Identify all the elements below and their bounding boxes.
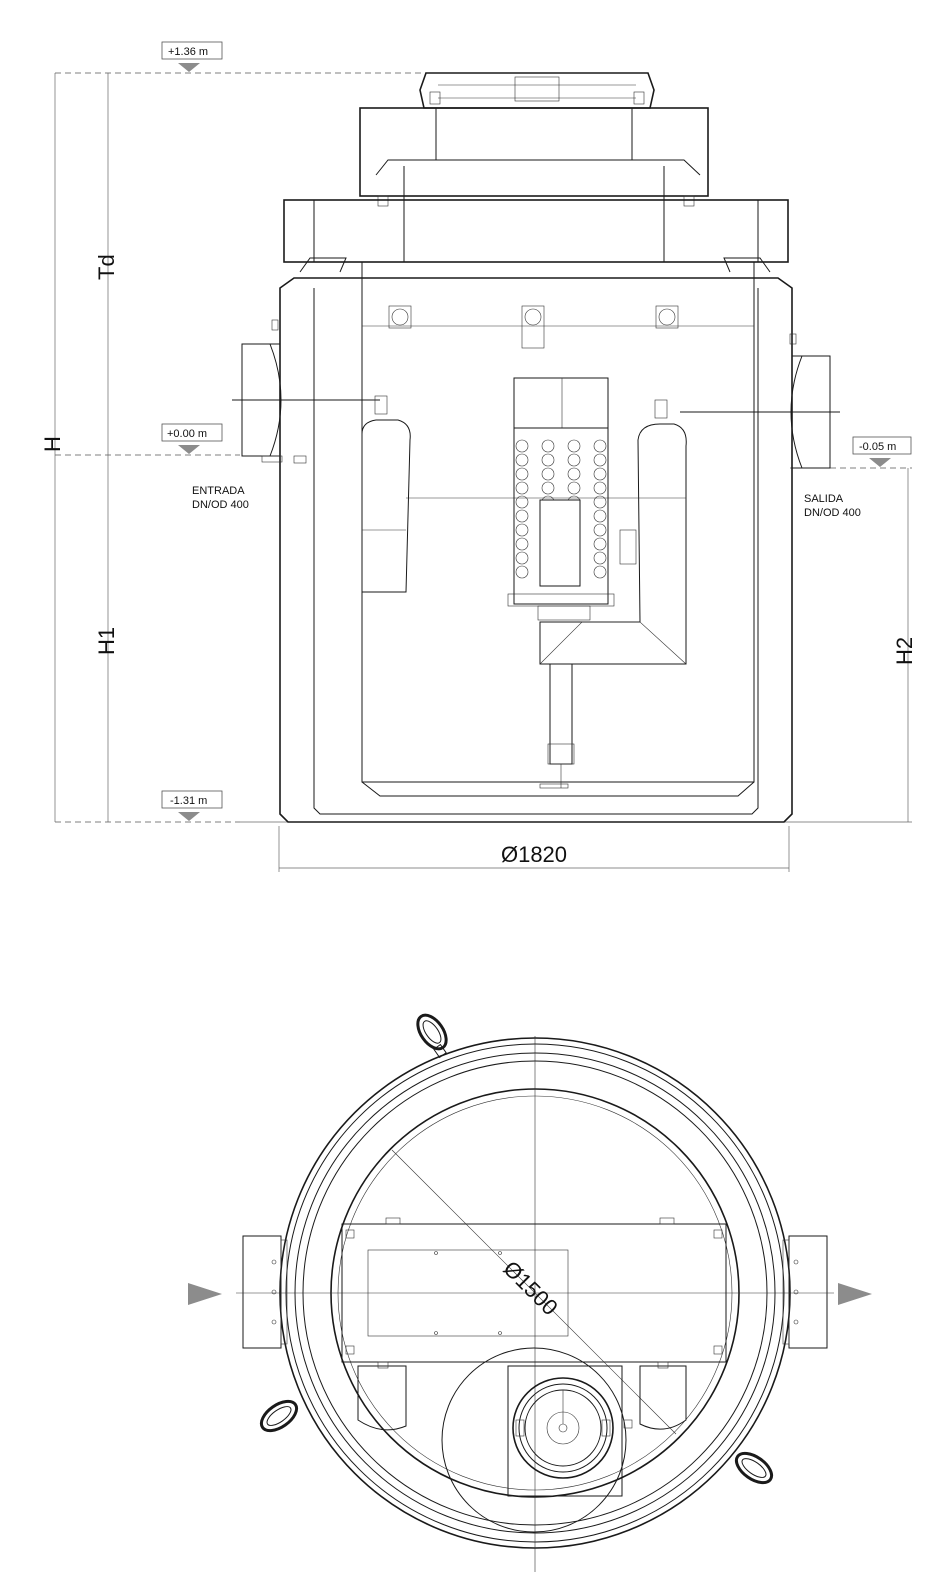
filter-hole	[541, 453, 555, 467]
plan-filter-frame	[507, 1365, 623, 1497]
manhole-cover	[419, 72, 655, 109]
dim-label-h2: H2	[892, 637, 917, 665]
filter-hole	[515, 467, 529, 481]
filter-hole	[541, 467, 555, 481]
filter-hole	[567, 439, 581, 453]
plan-view: Ø1500	[188, 1013, 872, 1572]
level-marker-outlet: -0.05 m	[852, 436, 912, 467]
filter-hole	[593, 467, 607, 481]
level-top-label: +1.36 m	[168, 46, 208, 58]
plan-separator-box	[341, 1223, 727, 1363]
level-marker-top: +1.36 m	[161, 41, 223, 72]
filter-hole	[567, 481, 581, 495]
filter-hole	[593, 565, 607, 579]
filter-hole	[515, 523, 529, 537]
plan-inlet-pipe	[242, 1235, 282, 1349]
lifting-lug-top	[416, 1013, 448, 1059]
plan-diameter-leader	[391, 1149, 677, 1435]
dim-label-inner-diameter: Ø1500	[498, 1256, 562, 1320]
plan-filter-basket	[512, 1377, 614, 1479]
drain-tube	[549, 663, 573, 765]
filter-hole	[541, 439, 555, 453]
filter-hole	[515, 439, 529, 453]
plan-outlet-pipe	[788, 1235, 828, 1349]
flow-in-arrow-icon	[188, 1283, 222, 1305]
section-view: +1.36 m +0.00 m -0.05 m -1.31 m H Td H1 …	[40, 41, 917, 872]
tank-body	[279, 277, 793, 823]
filter-hole	[593, 453, 607, 467]
filter-hole	[567, 467, 581, 481]
filter-hole	[593, 537, 607, 551]
plan-outlet-elbow	[639, 1365, 687, 1430]
inlet-baffle	[361, 419, 411, 593]
filter-hole	[515, 481, 529, 495]
filter-housing	[513, 377, 609, 429]
filter-hole	[515, 495, 529, 509]
upper-frame	[359, 107, 709, 197]
filter-hole	[515, 453, 529, 467]
outlet-elbow	[539, 423, 687, 665]
filter-basket	[513, 427, 609, 605]
filter-hole	[515, 509, 529, 523]
plan-inlet-baffle	[357, 1365, 407, 1431]
filter-hole	[593, 439, 607, 453]
dim-label-h: H	[40, 436, 65, 452]
outlet-size-label: DN/OD 400	[804, 507, 861, 519]
filter-hole	[593, 551, 607, 565]
filter-hole	[593, 509, 607, 523]
lifting-lug-right	[734, 1451, 774, 1485]
level-inlet-label: +0.00 m	[167, 428, 207, 440]
filter-hole	[593, 523, 607, 537]
level-marker-bottom: -1.31 m	[161, 790, 223, 821]
inlet-label: ENTRADA	[192, 485, 245, 497]
level-marker-inlet: +0.00 m	[161, 423, 223, 454]
flow-out-arrow-icon	[838, 1283, 872, 1305]
dim-label-h1: H1	[94, 627, 119, 655]
plan-filter-circle	[441, 1347, 627, 1533]
inlet-size-label: DN/OD 400	[192, 499, 249, 511]
filter-hole	[593, 481, 607, 495]
level-bottom-label: -1.31 m	[170, 795, 207, 807]
outlet-label: SALIDA	[804, 493, 844, 505]
filter-hole	[541, 481, 555, 495]
filter-hole	[515, 551, 529, 565]
dim-label-outer-diameter: Ø1820	[501, 842, 567, 867]
riser-ring	[283, 199, 789, 263]
filter-hole	[593, 495, 607, 509]
level-outlet-label: -0.05 m	[859, 441, 896, 453]
filter-hole	[515, 565, 529, 579]
filter-hole	[567, 453, 581, 467]
filter-hole	[515, 537, 529, 551]
dim-label-td: Td	[94, 254, 119, 280]
lifting-lug-left	[259, 1399, 299, 1433]
